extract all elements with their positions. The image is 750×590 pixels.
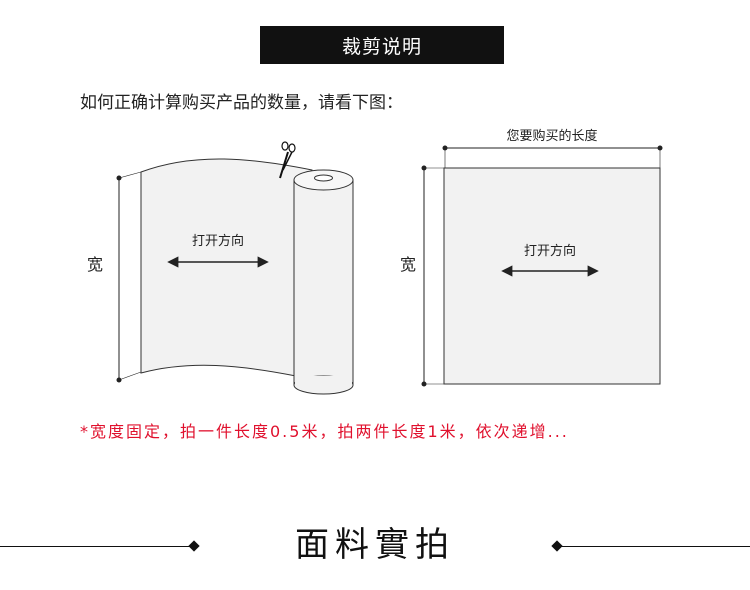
left-width-leader-top [119, 172, 141, 178]
fabric-roll-body [294, 180, 353, 385]
left-width-label: 宽 [87, 255, 103, 274]
left-direction-label: 打开方向 [192, 233, 244, 249]
footer-title: 面料實拍 [275, 517, 475, 566]
fabric-roll-figure: 打开方向 宽 [87, 142, 353, 394]
flat-fabric-sheet [444, 168, 660, 384]
left-width-leader-bottom [119, 372, 141, 380]
footer-divider-right [560, 546, 750, 547]
footer-divider-left [0, 546, 192, 547]
right-direction-label: 打开方向 [524, 243, 576, 259]
fabric-sheet-figure: 您要购买的长度 打开方向 宽 [400, 128, 663, 387]
right-width-label: 宽 [400, 255, 416, 274]
length-label: 您要购买的长度 [506, 128, 597, 144]
quantity-note: *宽度固定，拍一件长度0.5米，拍两件长度1米，依次递增... [80, 418, 569, 442]
unrolled-fabric-sheet [141, 159, 312, 376]
fabric-roll-bottom-fill [295, 376, 352, 385]
fabric-roll-core [315, 175, 333, 181]
